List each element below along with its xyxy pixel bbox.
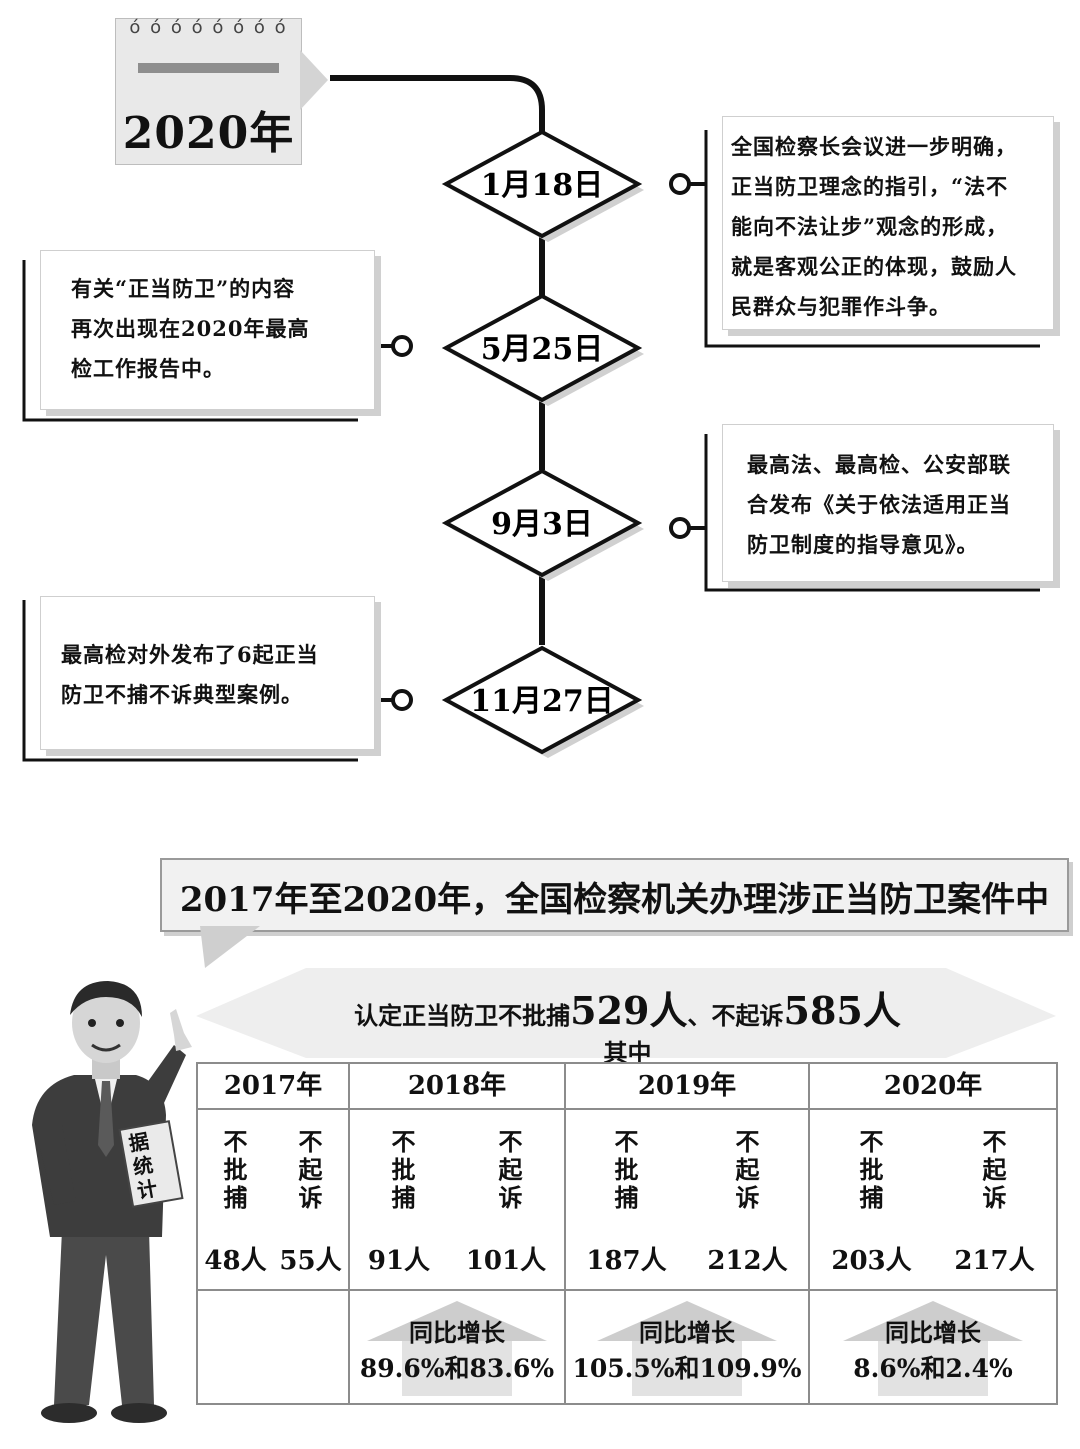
- no-prosecute-2019: 212人: [707, 1246, 788, 1276]
- event-2-line-3: 检工作报告中。: [71, 356, 225, 381]
- growth-2020: 8.6%和2.4%: [853, 1354, 1013, 1383]
- up-arrow-icon: [367, 1301, 547, 1341]
- calendar-pointer: [300, 50, 328, 110]
- growth-2018: 89.6%和83.6%: [359, 1354, 555, 1383]
- event-1-line-4: 就是客观公正的体现，鼓励人: [731, 254, 1017, 279]
- stats-banner: 2017年至2020年，全国检察机关办理涉正当防卫案件中: [160, 858, 1069, 932]
- calendar-year-card: ó ó ó ó ó ó ó ó 2020年: [115, 17, 302, 165]
- date-diamond-4: [441, 645, 643, 755]
- total-no-arrest: 529人: [570, 988, 688, 1033]
- no-arrest-2018: 91人: [367, 1246, 431, 1276]
- calendar-rings-icon: ó ó ó ó ó ó ó ó: [129, 17, 288, 38]
- event-2-line-2: 再次出现在2020年最高: [71, 316, 310, 341]
- event-1-line-5: 民群众与犯罪作斗争。: [731, 294, 951, 319]
- banner-pointer: [200, 926, 260, 968]
- date-diamond-1: [441, 129, 643, 239]
- event-1-line-1: 全国检察长会议进一步明确，: [731, 134, 1017, 159]
- total-summary: 认定正当防卫不批捕529人、不起诉585人 其中: [200, 962, 1055, 1067]
- event-3-line-1: 最高法、最高检、公安部联: [747, 452, 1011, 477]
- no-arrest-2020: 203人: [831, 1246, 912, 1276]
- total-no-prosecute: 585人: [783, 988, 901, 1033]
- connector-dot-2: [391, 335, 413, 357]
- no-prosecute-2017: 55人: [279, 1246, 342, 1276]
- no-arrest-2019: 187人: [586, 1246, 667, 1276]
- event-1-line-3: 能向不法让步”观念的形成，: [731, 214, 1009, 239]
- event-2-line-1: 有关“正当防卫”的内容: [71, 276, 296, 301]
- up-arrow-icon: [843, 1301, 1023, 1341]
- growth-cell-2019: 同比增长 105.5%和109.9%: [564, 1289, 810, 1405]
- event-4-line-2: 防卫不捕不诉典型案例。: [61, 682, 303, 707]
- event-3-line-3: 防卫制度的指导意见》。: [747, 532, 979, 557]
- connector-dot-4: [391, 689, 413, 711]
- date-label-4: 11月27日: [470, 684, 614, 719]
- total-mid: 、不起诉: [687, 1001, 784, 1030]
- timeline-year: 2020年: [122, 108, 295, 159]
- calendar-bar: [138, 63, 279, 73]
- businessman-figure: [32, 981, 192, 1423]
- date-diamond-3: [441, 468, 643, 578]
- timeline-connector: [330, 75, 545, 150]
- no-arrest-2017: 48人: [204, 1246, 267, 1276]
- event-box-1: 全国检察长会议进一步明确， 正当防卫理念的指引，“法不 能向不法让步”观念的形成…: [722, 116, 1054, 330]
- date-label-3: 9月3日: [491, 507, 593, 542]
- connector-dot-3: [669, 517, 691, 539]
- year-header-2019: 2019年: [564, 1062, 810, 1110]
- total-prefix: 认定正当防卫不批捕: [354, 1001, 571, 1030]
- date-diamond-2: [441, 293, 643, 403]
- date-label-2: 5月25日: [481, 332, 604, 367]
- no-prosecute-2018: 101人: [465, 1246, 547, 1276]
- event-box-3: 最高法、最高检、公安部联 合发布《关于依法适用正当 防卫制度的指导意见》。: [722, 424, 1054, 582]
- date-label-1: 1月18日: [481, 168, 604, 203]
- growth-2019: 105.5%和109.9%: [572, 1354, 802, 1383]
- stats-banner-title: 2017年至2020年，全国检察机关办理涉正当防卫案件中: [179, 880, 1050, 920]
- no-prosecute-2020: 217人: [954, 1246, 1035, 1276]
- connector-dot-1: [669, 173, 691, 195]
- event-4-line-1: 最高检对外发布了6起正当: [61, 642, 319, 667]
- event-box-4: 最高检对外发布了6起正当 防卫不捕不诉典型案例。: [40, 596, 375, 750]
- year-header-2017: 2017年: [196, 1062, 350, 1110]
- event-1-line-2: 正当防卫理念的指引，“法不: [731, 174, 1009, 199]
- timeline-graphic: 1月18日 5月25日 9月3日 11月27日: [22, 75, 1040, 762]
- year-header-2018: 2018年: [348, 1062, 566, 1110]
- event-3-line-2: 合发布《关于依法适用正当: [747, 492, 1011, 517]
- up-arrow-icon: [597, 1301, 777, 1341]
- growth-cell-2020: 同比增长 8.6%和2.4%: [808, 1289, 1058, 1405]
- event-box-2: 有关“正当防卫”的内容 再次出现在2020年最高 检工作报告中。: [40, 250, 375, 410]
- total-band: [196, 968, 1056, 1058]
- growth-cell-2018: 同比增长 89.6%和83.6%: [348, 1289, 566, 1405]
- growth-cell-2017: [196, 1289, 350, 1405]
- year-header-2020: 2020年: [808, 1062, 1058, 1110]
